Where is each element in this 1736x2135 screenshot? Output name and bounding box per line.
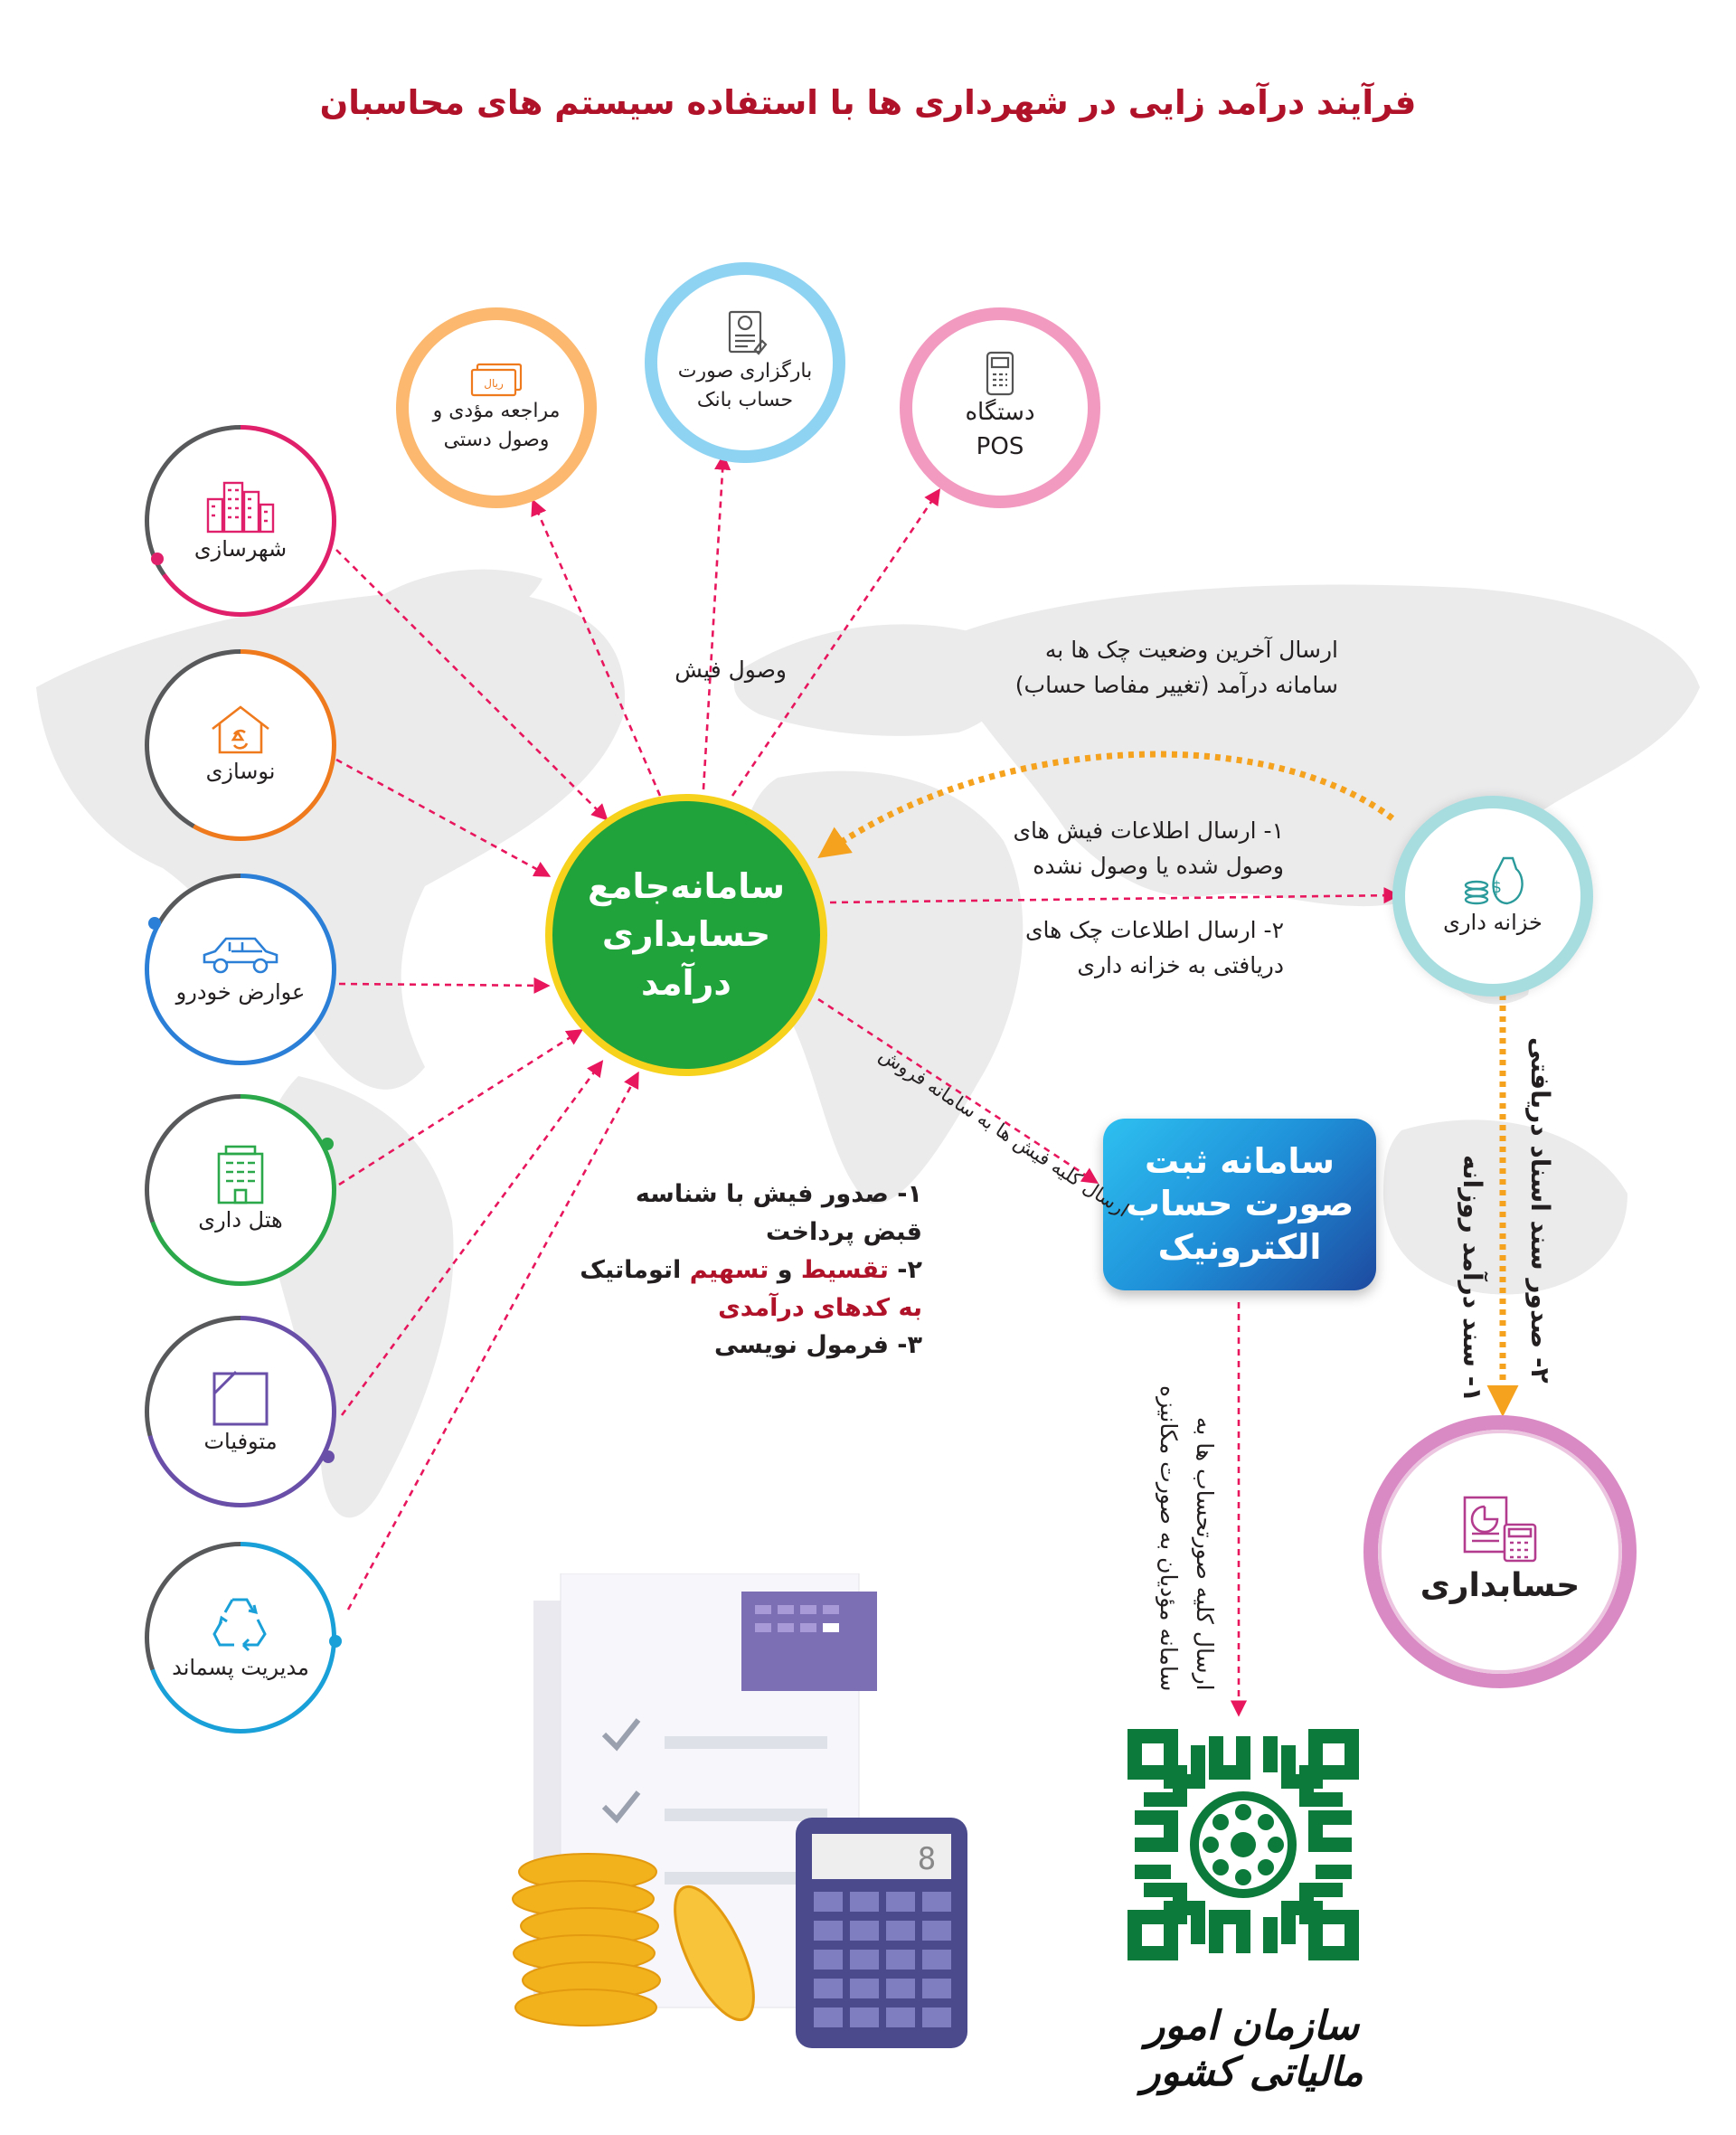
arrow-motavafiat-to-center — [340, 1060, 604, 1416]
node-label-pos-line1: دستگاه — [965, 399, 1035, 427]
arrow-center-to-bank — [702, 453, 731, 790]
node-label-nosazi: نوسازی — [205, 758, 276, 784]
node-dot-motavafiat — [322, 1450, 335, 1463]
node-label-khodro: عوارض خودرو — [175, 978, 306, 1005]
arrow-center-to-treasury — [829, 887, 1401, 904]
node-label-bank-line1: بارگزاری صورت — [677, 360, 813, 383]
node-khazane-dari[interactable]: $ خزانه داری — [1392, 796, 1593, 997]
node-motavafiat[interactable]: متوفیات — [145, 1316, 336, 1507]
coin-stack — [512, 1853, 661, 2026]
label-check-status: ارسال آخرین وضعیت چک ها به سامانه درآمد … — [940, 633, 1338, 704]
feature-3: ۳- فرمول نویسی — [713, 1331, 922, 1360]
node-dot-hotel — [321, 1138, 334, 1150]
label-send1-line1: ۱- ارسال اطلاعات فیش های — [1013, 817, 1284, 844]
feature-2-red2: تسهیم — [689, 1255, 769, 1284]
label-check-status-line1: ارسال آخرین وضعیت چک ها به — [1044, 637, 1338, 663]
feature-1b: قبض پرداخت — [765, 1217, 922, 1246]
cash-note-text: ریال — [484, 377, 504, 391]
node-label-pasmand: مدیریت پسماند — [172, 1654, 309, 1680]
arrow-center-to-einvoice — [817, 997, 1099, 1185]
einvoice-line2: صورت حساب — [1125, 1184, 1354, 1224]
label-check-status-line2: سامانه درآمد (تغییر مفاصا حساب) — [1014, 671, 1338, 698]
node-label-treasury: خزانه داری — [1443, 909, 1543, 935]
finance-illustration: 8 — [512, 1573, 967, 2048]
node-label-hotel: هتل داری — [198, 1206, 283, 1233]
recycle-icon — [212, 1598, 267, 1651]
cash-icon: ریال — [470, 364, 523, 397]
feature-2-red1: تقسیط — [800, 1255, 889, 1284]
label-receipt-collection: وصول فیش — [675, 657, 787, 683]
node-label-motavafiat: متوفیات — [203, 1428, 278, 1454]
car-icon — [203, 937, 278, 973]
label-send-receipts: ۱- ارسال اطلاعات فیش های وصول شده یا وصو… — [940, 814, 1284, 884]
frame-icon — [212, 1370, 269, 1426]
node-dot-shahrsazi — [151, 553, 164, 565]
standing-coin — [674, 1885, 755, 2022]
label-send1-line2: وصول شده یا وصول نشده — [1033, 852, 1284, 879]
center-title-line2: حسابداری درآمد — [601, 914, 771, 1003]
node-label-accounting: حسابداری — [1420, 1566, 1580, 1604]
node-modiriyat-pasmand[interactable]: مدیریت پسماند — [145, 1542, 336, 1734]
node-label-bank-line2: حساب بانک — [696, 389, 794, 411]
bank-statement-icon — [728, 311, 768, 355]
node-avarez-khodro[interactable]: عوارض خودرو — [145, 874, 336, 1065]
features-list: ۱- صدور فیش با شناسه قبض پرداخت ۲- تقسیط… — [579, 1176, 922, 1365]
node-dot-khodro — [148, 917, 161, 930]
arrow-treasury-to-center — [817, 751, 1395, 859]
arrow-pasmand-to-center — [346, 1071, 639, 1611]
node-dot-pasmand — [329, 1635, 342, 1648]
feature-2b: به کدهای درآمدی — [718, 1293, 922, 1322]
label-send2-line1: ۲- ارسال اطلاعات چک های — [1024, 917, 1284, 943]
node-nosazi[interactable]: نوسازی — [145, 649, 336, 841]
arrow-shahrsazi-to-center — [335, 549, 609, 821]
einvoice-line1: سامانه ثبت — [1145, 1140, 1335, 1181]
money-bag-icon: $ — [1464, 856, 1524, 904]
pos-icon — [986, 352, 1014, 396]
node-label-moraje-line2: وصول دستی — [443, 429, 550, 451]
node-moraje-moadi[interactable]: ریال مراجعه مؤدی و وصول دستی — [396, 307, 597, 508]
center-system-node[interactable]: سامانه‌جامع حسابداری درآمد — [545, 794, 827, 1076]
node-label-moraje-line1: مراجعه مؤدی و — [432, 400, 561, 423]
label-tax-send-line2: سامانه مؤدیان به صورت مکانیزه — [1156, 1384, 1182, 1691]
arrow-nosazi-to-center — [335, 758, 552, 877]
tax-org-name: سازمان امور مالیاتی کشور — [1141, 2003, 1363, 2095]
report-calculator-icon — [1463, 1496, 1537, 1563]
node-hotel-dari[interactable]: هتل داری — [145, 1094, 336, 1286]
svg-text:$: $ — [1492, 878, 1502, 897]
label-send-checks: ۲- ارسال اطلاعات چک های دریافتی به خزانه… — [940, 913, 1284, 984]
tax-org-logo — [1127, 1729, 1359, 1960]
house-recycle-icon — [212, 704, 269, 753]
arrow-khodro-to-center — [338, 977, 551, 994]
label-daily-doc: ۱- سند درآمد روزانه — [1457, 1154, 1487, 1402]
arrow-center-to-cash — [531, 498, 662, 797]
node-label-shahrsazi: شهرسازی — [193, 535, 288, 562]
page-title: فرآیند درآمد زایی در شهرداری ها با استفا… — [319, 83, 1417, 122]
hotel-icon — [217, 1145, 264, 1204]
buildings-icon — [206, 481, 275, 533]
center-title-line1: سامانه‌جامع — [588, 866, 785, 907]
feature-2: ۲- تقسیط و تسهیم اتوماتیک — [580, 1255, 922, 1284]
einvoice-line3: الکترونیک — [1157, 1226, 1322, 1267]
node-bank-statement[interactable]: بارگزاری صورت حساب بانک — [645, 262, 845, 463]
node-shahrsazi[interactable]: شهرسازی — [145, 425, 336, 617]
label-tax-send: ارسال کلیه صورتحساب ها به سامانه مؤدیان … — [1150, 1329, 1222, 1691]
node-label-pos-line2: POS — [976, 433, 1024, 460]
label-received-docs: ۲- صدور سند اسناد دریافتی — [1524, 1037, 1555, 1384]
arrow-hotel-to-center — [338, 1029, 584, 1186]
feature-1a: ۱- صدور فیش با شناسه — [635, 1180, 922, 1208]
einvoice-system-node[interactable]: سامانه ثبت صورت حساب الکترونیک — [1103, 1119, 1376, 1290]
node-hesabdari[interactable]: حسابداری — [1363, 1415, 1637, 1688]
label-send2-line2: دریافتی به خزانه داری — [1077, 951, 1284, 978]
calculator-display: 8 — [918, 1841, 936, 1877]
node-pos[interactable]: دستگاه POS — [900, 307, 1100, 508]
label-tax-send-line1: ارسال کلیه صورتحساب ها به — [1192, 1417, 1218, 1691]
arrow-center-to-pos — [731, 487, 941, 797]
